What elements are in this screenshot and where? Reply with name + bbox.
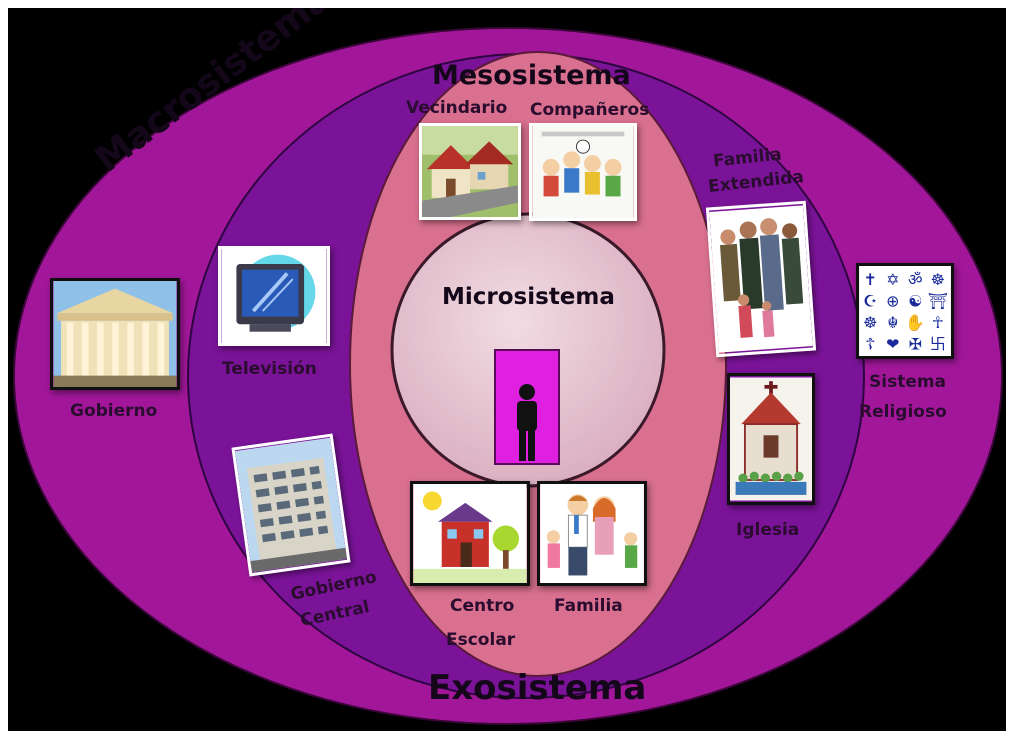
microsystem-label: Microsistema [442,284,615,310]
religious-symbol-icon: ☸ [863,313,877,332]
diagram-canvas: Mesosistema Macrosistema Microsistema Ex… [8,8,1006,731]
religious-symbol-icon: 卐 [930,334,946,353]
iglesia-caption: Iglesia [736,520,800,540]
centro-escolar-caption-1: Centro [450,596,515,616]
religious-symbol-icon: ✋ [905,313,925,332]
person-silhouette-icon [517,384,537,461]
religious-symbol-icon: ⛩ [928,291,948,310]
television-image [218,246,330,346]
sistema-religioso-caption-1: Sistema [869,372,947,392]
sistema-religioso-caption-2: Religioso [859,402,947,422]
mesosystem-label: Mesosistema [432,60,631,91]
houses-icon [422,126,518,217]
television-icon [221,249,327,343]
government-building-icon [53,281,177,387]
familia-extendida-image [705,200,817,358]
centro-escolar-caption-2: Escolar [446,630,516,650]
vecindario-image [419,123,521,220]
religious-symbol-icon: ✡ [886,270,899,289]
family-icon [540,484,644,583]
office-building-icon [234,437,348,573]
vecindario-caption: Vecindario [406,98,508,118]
classmates-icon [532,126,634,218]
gobierno-image [50,278,180,390]
religious-symbol-icon: ☥ [932,313,944,332]
religious-symbol-icon: ॐ [908,270,923,289]
sistema-religioso-image: ✝ ✡ ॐ ☸ ☪ ⊕ ☯ ⛩ ☸ ☬ ✋ ☥ ☦ ❤ ✠ 卐 [856,263,954,359]
religious-symbol-icon: ❤ [886,334,899,353]
religious-symbol-icon: ☬ [887,313,898,332]
religious-symbol-icon: ☸ [931,270,945,289]
religious-symbol-icon: ⊕ [886,291,899,310]
companeros-image [529,123,637,221]
companeros-caption: Compañeros [530,100,650,120]
religious-symbol-icon: ✝ [864,270,877,289]
exosystem-label: Exosistema [428,668,647,708]
television-caption: Televisión [222,359,317,379]
religious-symbol-icon: ☦ [865,334,875,353]
religious-symbol-icon: ✠ [909,334,922,353]
religious-symbol-icon: ☪ [863,291,877,310]
iglesia-image [727,373,815,505]
religious-symbols-icon: ✝ ✡ ॐ ☸ ☪ ⊕ ☯ ⛩ ☸ ☬ ✋ ☥ ☦ ❤ ✠ 卐 [859,266,951,356]
extended-family-icon [709,205,813,353]
gobierno-caption: Gobierno [70,401,158,421]
religious-symbol-icon: ☯ [908,291,922,310]
school-icon [413,484,527,583]
gobierno-central-image [231,433,351,577]
church-icon [730,377,812,501]
familia-image [537,481,647,586]
centro-escolar-image [410,481,530,586]
familia-caption: Familia [554,596,623,616]
